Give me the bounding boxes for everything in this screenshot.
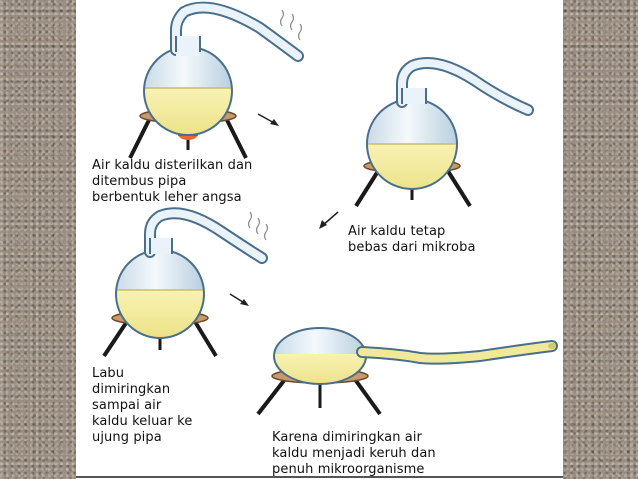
stand-leg xyxy=(102,318,130,358)
caption-step3: Labu dimiringkan sampai air kaldu keluar… xyxy=(92,366,192,446)
caption-line: ujung pipa xyxy=(92,430,162,445)
stand-leg xyxy=(224,117,248,159)
caption-line: sampai air xyxy=(92,398,162,413)
stand-leg xyxy=(256,376,288,416)
arrow-icon xyxy=(319,211,339,229)
caption-line: bebas dari mikroba xyxy=(348,240,476,255)
stand-leg xyxy=(354,166,382,208)
caption-line: dimiringkan xyxy=(92,382,171,397)
arrow-icon xyxy=(257,113,279,126)
steam-icon xyxy=(247,211,269,241)
caption-line: kaldu menjadi keruh dan xyxy=(272,446,436,461)
caption-step4: Karena dimiringkan air kaldu menjadi ker… xyxy=(272,430,436,478)
stand-leg xyxy=(192,318,218,358)
stand-leg xyxy=(352,376,382,416)
flask-tilted xyxy=(256,327,558,416)
stand-leg xyxy=(444,166,472,208)
caption-step1: Air kaldu disterilkan dan ditembus pipa … xyxy=(92,158,252,206)
caption-line: ditembus pipa xyxy=(92,174,187,189)
flask-heated xyxy=(128,1,304,159)
flask-tilting xyxy=(102,207,269,358)
caption-line: penuh mikroorganisme xyxy=(272,462,425,477)
caption-line: Labu xyxy=(92,366,125,381)
steam-icon xyxy=(279,9,303,41)
caption-line: kaldu keluar ke xyxy=(92,414,193,429)
stand-leg xyxy=(128,117,152,159)
caption-step2: Air kaldu tetap bebas dari mikroba xyxy=(348,224,476,256)
caption-line: Karena dimiringkan air xyxy=(272,430,423,445)
caption-line: Air kaldu tetap xyxy=(348,224,446,239)
arrow-icon xyxy=(229,293,249,306)
caption-line: berbentuk leher angsa xyxy=(92,190,242,205)
caption-line: Air kaldu disterilkan dan xyxy=(92,158,253,173)
flask-cooled xyxy=(354,57,534,208)
